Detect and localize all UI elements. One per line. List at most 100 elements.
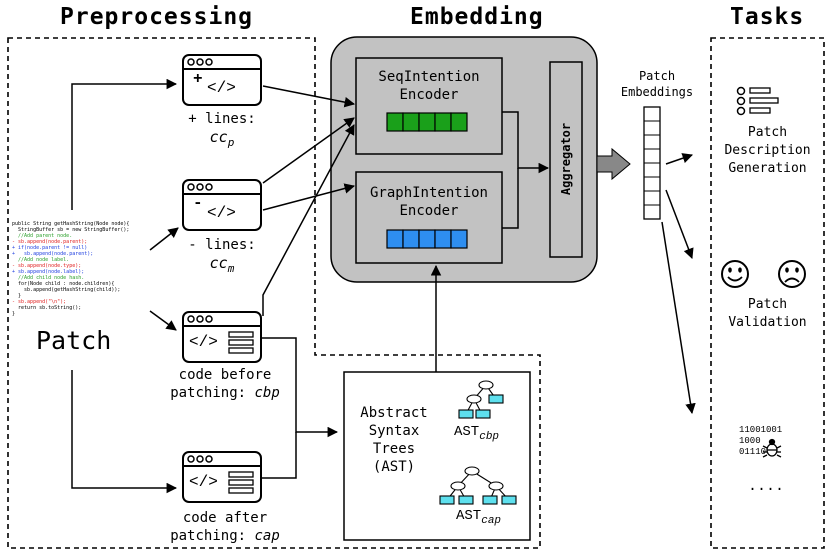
graph-encoder-line1: GraphIntention (369, 185, 488, 201)
before-to-ast-arrow (262, 337, 339, 438)
code-line: StringBuffer sb = new StringBuffer(); (12, 227, 130, 233)
minus-to-graph-arrow (262, 183, 356, 211)
bug-bits: 11001001 1000 01110 (739, 425, 782, 458)
code-line: - sb.append("\n"); (12, 299, 67, 305)
bits-line1: 11001001 (739, 425, 783, 435)
graph-to-aggregator-line (502, 168, 519, 229)
code-after-caption: code after patching: cap (160, 509, 290, 545)
code-line: //Add node label. (12, 257, 70, 263)
seq-encoder-vector (386, 112, 468, 132)
ast-line2: Syntax (368, 423, 420, 439)
preprocessing-title: Preprocessing (60, 4, 254, 30)
after-window-tag: </> (189, 473, 218, 491)
code-after-line1: code after (182, 510, 268, 526)
before-to-seq-arrow (262, 124, 355, 316)
code-line: //Add child node hash. (12, 275, 85, 281)
plus-lines-sub: p (227, 136, 235, 149)
code-line: } (12, 311, 16, 317)
ast-cbp-label: ASTcbp (454, 424, 499, 443)
ast-cap-tree (439, 466, 517, 505)
code-line: } (12, 293, 22, 299)
happy-face-icon (721, 260, 749, 288)
description-line1: Patch (747, 125, 788, 140)
after-to-ast-arrow (262, 432, 297, 479)
code-before-caption: code before patching: cbp (160, 366, 290, 402)
aggregator-output-arrow (596, 147, 631, 181)
minus-sign: - (193, 194, 203, 212)
to-description-arrow (665, 153, 693, 165)
patch-to-after-arrow (71, 370, 178, 494)
before-window-tag: </> (189, 333, 218, 351)
patch-to-plus-arrow (71, 78, 178, 210)
patch-code-snippet: public String getHashString(Node node){ … (12, 221, 129, 317)
to-validation-arrow (665, 189, 694, 259)
code-after-window (182, 451, 262, 503)
tasks-ellipsis: .... (748, 478, 785, 495)
patch-to-before-arrow (149, 310, 177, 331)
ast-line1: Abstract (360, 405, 428, 421)
patch-embedding-vector (643, 106, 661, 220)
plus-lines-symbol: cc (209, 128, 228, 146)
code-before-window (182, 311, 262, 363)
embedding-title: Embedding (410, 4, 544, 30)
list-icon (736, 86, 779, 116)
preprocessing-frame (7, 37, 541, 549)
graph-encoder-label: GraphIntention Encoder (356, 184, 502, 220)
description-line2: Description (724, 143, 811, 158)
aggregator-box (549, 61, 583, 258)
code-line: - sb.append(node.parent); (12, 239, 88, 245)
minus-window-tag: </> (207, 204, 236, 222)
code-after-line2-row: patching: cap (160, 527, 290, 545)
patch-to-minus-arrow (149, 227, 179, 251)
code-line: //Add parent node. (12, 233, 73, 239)
seq-to-aggregator-arrow (502, 111, 550, 174)
plus-lines-prefix: + lines: (188, 111, 256, 127)
code-line: sb.append(getHashString(child)); (12, 287, 121, 293)
plus-lines-caption: + lines: ccp (170, 110, 274, 152)
seq-encoder-line1: SeqIntention (378, 69, 480, 85)
minus-lines-symbol: cc (209, 254, 228, 272)
ast-line3: Trees (372, 441, 416, 457)
plus-window-tag: </> (207, 79, 236, 97)
seq-encoder-line2: Encoder (399, 87, 459, 103)
minus-lines-window (182, 179, 262, 231)
graph-encoder-vector (386, 229, 468, 249)
ast-cap-sub: cap (481, 514, 502, 527)
bits-line3: 01110 (739, 447, 767, 457)
bug-icon (762, 438, 782, 458)
plus-sign: + (193, 70, 203, 88)
plus-lines-symbol-row: ccp (170, 128, 274, 152)
ast-cbp-sub: cbp (479, 430, 500, 443)
validation-line1: Patch (747, 297, 788, 312)
code-line: for(Node child : node.children){ (12, 281, 115, 287)
minus-lines-sub: m (227, 262, 235, 275)
code-after-line2: patching: (170, 528, 247, 544)
ast-cap-label: ASTcap (456, 508, 501, 527)
description-task-label: Patch Description Generation (711, 124, 824, 178)
code-line: + sb.append(node.label); (12, 269, 85, 275)
minus-to-seq-arrow (262, 117, 355, 184)
code-after-abbr: cap (254, 528, 280, 544)
to-bug-detection-arrow (661, 221, 696, 415)
code-before-line2: patching: (170, 385, 247, 401)
plus-to-seq-arrow (262, 85, 356, 108)
ast-line4: (AST) (372, 459, 416, 475)
bits-line2: 1000 (739, 436, 761, 446)
tasks-title: Tasks (730, 4, 805, 30)
minus-lines-caption: - lines: ccm (170, 236, 274, 278)
patch-embeddings-label: Patch Embeddings (612, 68, 702, 100)
seq-encoder-label: SeqIntention Encoder (356, 68, 502, 104)
validation-task-label: Patch Validation (711, 296, 824, 332)
patch-embeddings-line1: Patch (638, 69, 676, 83)
graph-encoder-line2: Encoder (399, 203, 459, 219)
code-line: + if(node.parent != null) (12, 245, 88, 251)
description-line3: Generation (728, 161, 807, 176)
code-before-abbr: cbp (254, 385, 280, 401)
code-before-line1: code before (178, 367, 272, 383)
patch-label: Patch (36, 326, 112, 355)
code-line: return sb.toString(); (12, 305, 82, 311)
code-line: public String getHashString(Node node){ (12, 221, 130, 227)
validation-line2: Validation (728, 315, 807, 330)
sad-face-icon (778, 260, 806, 288)
seq-encoder-box (355, 57, 503, 155)
